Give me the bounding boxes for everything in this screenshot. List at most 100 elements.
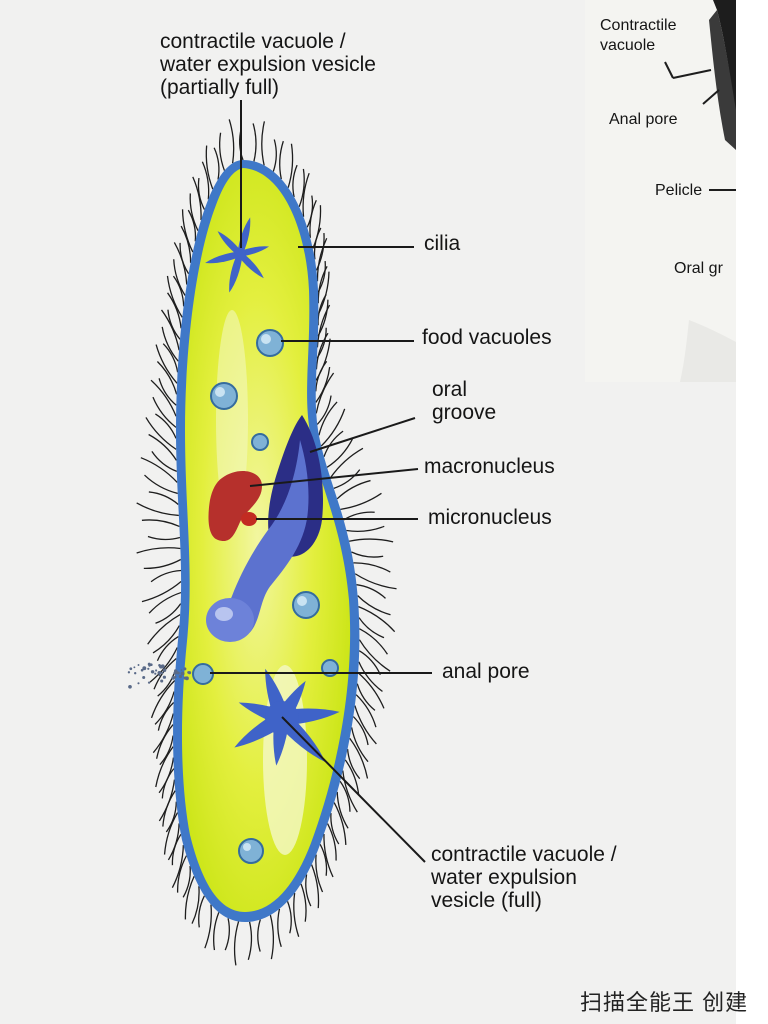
cilium (277, 908, 282, 948)
cilium (315, 332, 329, 370)
page-edge (736, 0, 768, 1024)
cilium (148, 433, 178, 461)
cilium (155, 413, 177, 439)
vacuole-canal (238, 252, 264, 279)
cilium (300, 883, 307, 922)
cilium (346, 525, 385, 532)
cilium (150, 680, 176, 719)
cilium (351, 551, 384, 558)
cilium (293, 892, 300, 937)
cilium (261, 121, 266, 166)
cilium (353, 562, 391, 573)
expelled-particle (160, 679, 164, 683)
expelled-particle (162, 668, 167, 672)
inset-label-pelicle: Pelicle (655, 182, 703, 199)
cilium (359, 628, 388, 655)
expelled-particle (137, 682, 140, 685)
cilium (358, 617, 385, 639)
label-anal-pore: anal pore (442, 660, 530, 683)
micronucleus (241, 512, 257, 526)
cilium (309, 200, 317, 238)
cilium (316, 395, 332, 425)
cilium (287, 143, 294, 188)
cilium (326, 823, 337, 861)
cilium (140, 457, 178, 483)
cilium (148, 491, 179, 505)
cilium (167, 309, 181, 340)
cilium (336, 479, 371, 500)
cilium (187, 209, 197, 242)
cilium (182, 866, 191, 898)
cilium (298, 168, 305, 207)
cilium (166, 275, 183, 318)
expelled-particle (134, 672, 137, 675)
expelled-particle (127, 671, 131, 674)
cilium (247, 921, 253, 960)
expelled-particle (154, 672, 157, 675)
gullet-end-highlight (215, 607, 233, 621)
inset-label-oral-groove: Oral gr (674, 260, 723, 277)
expelled-particle (158, 674, 161, 677)
macronucleus (208, 471, 262, 542)
cilium (154, 691, 175, 725)
food-vacuole (292, 591, 320, 619)
expelled-particle (180, 669, 183, 671)
cilium (315, 233, 325, 271)
cilium (136, 502, 179, 517)
cilium (144, 474, 178, 495)
cilium (279, 140, 284, 180)
expelled-particle (147, 681, 151, 684)
cilium (354, 705, 377, 745)
cilium (356, 584, 386, 599)
cilium (313, 227, 322, 260)
cilium (172, 275, 185, 307)
label-oral-groove: oral groove (432, 378, 497, 424)
cilium (339, 780, 351, 812)
cilium (315, 372, 335, 414)
cilium (204, 904, 212, 949)
expelled-particle (183, 667, 187, 671)
cilium (155, 603, 182, 624)
cilium (224, 918, 230, 951)
vacuole-core (234, 248, 246, 260)
cilium (143, 558, 182, 570)
cilium (269, 914, 275, 960)
cilium (219, 132, 226, 171)
inset-label-contractile-vacuole: Contractile vacuole (600, 17, 677, 54)
cilium (158, 757, 175, 794)
cilium (205, 145, 214, 190)
leader-line-macronucleus (249, 468, 419, 487)
cilium (323, 833, 334, 878)
label-macronucleus: macronucleus (424, 455, 555, 478)
expelled-particle (173, 669, 178, 673)
cilium (233, 921, 240, 966)
cilium (317, 266, 328, 304)
cilium (149, 647, 178, 683)
cilium (141, 581, 182, 603)
cilium (323, 430, 344, 457)
cilium (189, 193, 199, 231)
cilium (330, 813, 340, 845)
cilium (197, 177, 206, 210)
cilium (158, 779, 176, 822)
cilium (160, 309, 180, 351)
cilium (357, 595, 391, 616)
cilium (158, 378, 177, 406)
expelled-particle (178, 674, 183, 679)
cilium (302, 172, 310, 217)
expelled-particle (183, 677, 187, 680)
expelled-particle (142, 675, 146, 680)
cilium (179, 242, 190, 275)
cilium (148, 591, 182, 614)
cilium (333, 802, 347, 845)
cilium (145, 417, 177, 450)
cilium (356, 683, 376, 711)
cilium (340, 492, 382, 510)
vacuole-canal (205, 251, 241, 264)
expelled-particle (162, 675, 167, 679)
cilium (326, 438, 353, 468)
cilium (329, 447, 364, 479)
label-cilia: cilia (424, 232, 461, 255)
expelled-particle (129, 667, 133, 671)
